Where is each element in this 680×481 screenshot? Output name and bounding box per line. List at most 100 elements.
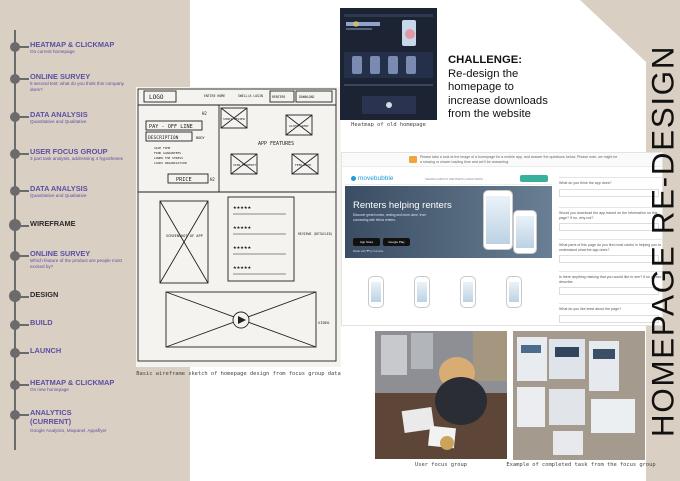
focus-group-photo: [375, 331, 507, 459]
timeline-dot-icon: [9, 219, 21, 231]
wf-stars-3: ★★★★★: [233, 264, 251, 271]
timeline-connector: [19, 352, 29, 354]
wf-stars-1: ★★★★★: [233, 224, 251, 231]
survey-question: What do you like least about the page?: [559, 303, 662, 323]
answer-field[interactable]: [559, 188, 659, 197]
timeline-step-title: HEATMAP & CLICKMAP: [30, 40, 115, 49]
wf-nav-2: RENTERS: [272, 95, 286, 99]
movebubble-homepage: movebubble SEARCH ABOUT RENTERS LANDLORD…: [342, 173, 552, 323]
timeline-step-title: LAUNCH: [30, 346, 62, 355]
wf-feature-4: FEED BACK: [295, 163, 311, 167]
survey-question-text: Is there anything missing that you would…: [559, 275, 662, 284]
wireframe-caption: Basic wireframe sketch of homepage desig…: [136, 371, 341, 377]
timeline-dot-icon: [10, 380, 20, 390]
timeline-step-subtitle: Quantitative and Qualitative: [30, 193, 87, 198]
timeline-connector: [19, 153, 29, 155]
timeline-connector: [19, 46, 29, 48]
timeline-line: [14, 30, 16, 450]
page-title: HOMEPAGE RE-DESIGN: [644, 4, 680, 478]
brand-name: movebubble: [358, 175, 394, 182]
survey-question-text: What do you think the app does?: [559, 181, 612, 185]
timeline-step-title: ONLINE SURVEY: [30, 72, 91, 81]
timeline-step-title: ANALYTICS (CURRENT): [30, 408, 72, 426]
timeline-connector: [19, 414, 29, 416]
hero-title: Renters helping renters: [353, 200, 452, 211]
survey-question: Is there anything missing that you would…: [559, 271, 662, 296]
timeline-step-subtitle: Which feature of the product are people …: [30, 258, 122, 269]
answer-field[interactable]: [559, 287, 659, 296]
wf-price: PRICE: [176, 177, 192, 183]
survey-question: Would you download the app based on the …: [559, 207, 662, 232]
answer-field[interactable]: [559, 255, 659, 264]
survey-icon: [409, 156, 417, 163]
timeline-connector: [19, 255, 29, 257]
timeline-step-title: DESIGN: [30, 290, 59, 299]
movebubble-logo: movebubble: [351, 175, 393, 182]
online-survey-screenshot: Please take a look at the image of a hom…: [341, 152, 663, 326]
timeline-step-subtitle: Google Analytics, Mixpanel, Appsflyer: [30, 428, 107, 433]
wf-description: DESCRIPTION: [148, 135, 179, 141]
timeline-connector: [19, 190, 29, 192]
wf-logo: LOGO: [149, 94, 164, 101]
google-play-button: Google Play: [383, 238, 410, 246]
app-screen-phone: [460, 276, 476, 308]
timeline-connector: [19, 324, 29, 326]
survey-banner: Please take a look at the image of a hom…: [342, 153, 662, 167]
timeline-dot-icon: [10, 112, 20, 122]
wf-feature-0: SHORT REVIEW: [223, 117, 245, 121]
wf-nav-3: DOWNLOAD: [299, 95, 314, 99]
challenge-text: CHALLENGE: Re-design the homepage to inc…: [448, 54, 550, 122]
wf-nav-0: ENTIRE HOME: [204, 94, 225, 98]
wf-nav-1: SWELL/A LOGIN: [238, 94, 263, 98]
timeline-step-title: HEATMAP & CLICKMAP: [30, 378, 115, 387]
hero-subtitle: Discover great homes, renting and more d…: [353, 213, 426, 222]
wf-annot-screenshot: SCREENSHOT OF APP: [166, 234, 203, 238]
timeline-connector: [19, 296, 29, 298]
heatmap-image: [340, 8, 437, 120]
timeline-dot-icon: [10, 410, 20, 420]
hero-phone: [483, 190, 513, 250]
timeline-dot-icon: [10, 348, 20, 358]
wf-bullet-1: FIND GUARANTEES: [154, 151, 181, 155]
wf-feature-1: ACCEPT RENT: [289, 124, 309, 128]
focus-group-caption: User focus group: [415, 462, 467, 468]
site-nav-button: [520, 175, 548, 182]
wf-bullet-2: LOWER THE STRESS: [154, 156, 183, 160]
wireframe-drawing: LOGO ENTIRE HOME SWELL/A LOGIN RENTERS D…: [137, 88, 337, 362]
wf-annot-h2b: H2: [210, 177, 215, 182]
answer-field[interactable]: [559, 223, 659, 232]
timeline-step-subtitle: On new homepage: [30, 387, 69, 392]
timeline-dot-icon: [10, 42, 20, 52]
wireframe-sketch: LOGO ENTIRE HOME SWELL/A LOGIN RENTERS D…: [136, 87, 341, 367]
timeline-step-subtitle: 5 second test: what do you think this co…: [30, 81, 124, 92]
wf-annot-reviews: REVIEWS (DETAILED): [298, 232, 333, 236]
wf-stars-2: ★★★★★: [233, 244, 251, 251]
wf-bullet-3: LOOKS ORGANISATION: [154, 161, 187, 165]
timeline-connector: [19, 116, 29, 118]
wf-annot-h2a: H2: [202, 111, 207, 116]
timeline-step-subtitle: Quantitative and Qualitative: [30, 119, 87, 124]
hero-byline: Made with ❤ by humans: [353, 249, 384, 253]
survey-banner-text: Please take a look at the image of a hom…: [420, 155, 618, 164]
survey-question: What parts of this page do you find most…: [559, 239, 662, 264]
wf-feature-2: APP FEATURES: [258, 141, 294, 147]
wf-bullet-0: SAVE TIME: [154, 146, 170, 150]
hero-phone-small: [513, 210, 537, 254]
wf-annot-video: VIDEO: [318, 320, 330, 325]
page-title-text: HOMEPAGE RE-DESIGN: [644, 44, 680, 438]
timeline-dot-icon: [10, 74, 20, 84]
answer-field[interactable]: [559, 314, 659, 323]
timeline-dot-icon: [10, 320, 20, 330]
timeline-dot-icon: [10, 149, 20, 159]
timeline-connector: [19, 78, 29, 80]
timeline-dot-icon: [10, 251, 20, 261]
timeline-step-title: DATA ANALYSIS: [30, 110, 88, 119]
timeline-step-title: DATA ANALYSIS: [30, 184, 88, 193]
survey-question: What do you think the app does?: [559, 177, 662, 197]
survey-question-text: Would you download the app based on the …: [559, 211, 658, 220]
timeline-step-subtitle: On current homepage: [30, 49, 75, 54]
wf-feature-3: VIEW PROPERTY: [233, 163, 257, 167]
app-store-button: App Store: [353, 238, 380, 246]
timeline-step-title: BUILD: [30, 318, 53, 327]
site-nav: movebubble SEARCH ABOUT RENTERS LANDLORD…: [345, 173, 552, 185]
